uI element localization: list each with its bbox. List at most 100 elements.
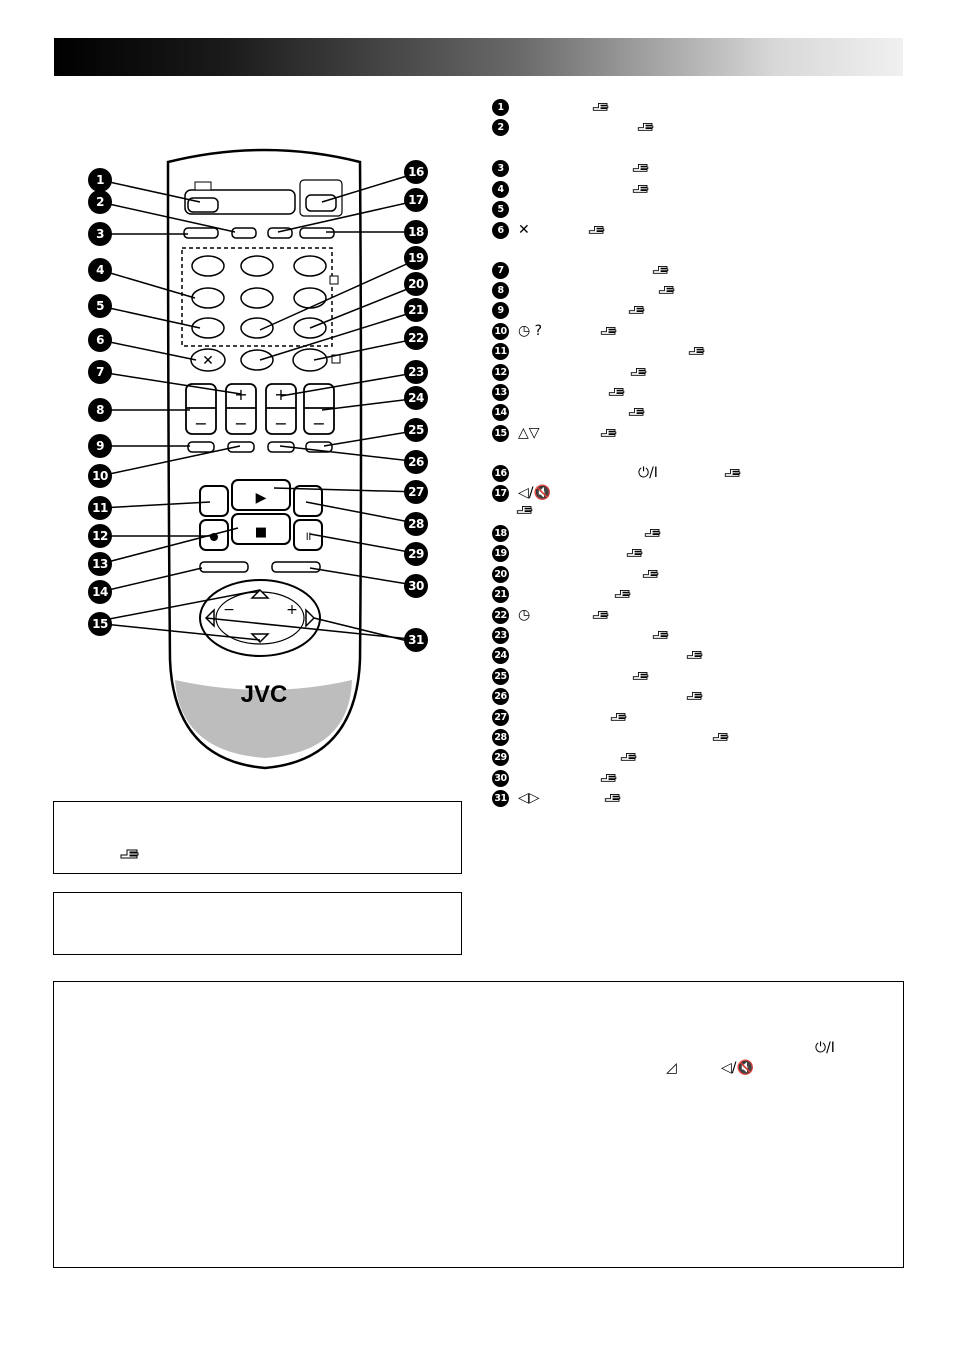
page-ref-hand-icon bbox=[600, 326, 617, 335]
reference-number-badge: 15 bbox=[492, 424, 509, 442]
reference-row-9: 9 bbox=[492, 300, 892, 320]
page-ref-hand-icon bbox=[686, 651, 703, 660]
reference-row-14: 14 bbox=[492, 402, 892, 422]
page-ref-hand-icon bbox=[610, 712, 627, 721]
reference-row-12: 12 bbox=[492, 362, 892, 382]
reference-number-badge: 12 bbox=[492, 363, 509, 381]
reference-number-badge: 9 bbox=[492, 302, 509, 320]
reference-number-badge: 17 bbox=[492, 485, 509, 503]
remote-control-illustration: ✕ + + − − − − ▶ ■ ॥ − + J bbox=[99, 148, 421, 770]
callout-badge-7: 7 bbox=[88, 360, 112, 384]
reference-row-28: 28 bbox=[492, 727, 892, 747]
reference-glyph: ◷ ? bbox=[518, 322, 543, 339]
reference-number-badge: 14 bbox=[492, 404, 509, 422]
reference-row-11: 11 bbox=[492, 341, 892, 361]
reference-number-badge: 30 bbox=[492, 769, 509, 787]
reference-row-13: 13 bbox=[492, 382, 892, 402]
reference-number-badge: 16 bbox=[492, 464, 509, 482]
reference-number-badge: 21 bbox=[492, 586, 509, 604]
callout-badge-12: 12 bbox=[88, 524, 112, 548]
callout-badge-2: 2 bbox=[88, 190, 112, 214]
section-header-bar bbox=[54, 38, 903, 76]
callout-badge-23: 23 bbox=[404, 360, 428, 384]
minus-symbol-4: − bbox=[312, 414, 325, 433]
callout-badge-22: 22 bbox=[404, 326, 428, 350]
reference-row-15: 15△▽ bbox=[492, 423, 892, 463]
reference-number-badge: 25 bbox=[492, 667, 509, 685]
reference-number-badge: 29 bbox=[492, 749, 509, 767]
reference-row-24: 24 bbox=[492, 645, 892, 665]
brand-logo: JVC bbox=[241, 681, 288, 708]
power-icon: ⏻/I bbox=[815, 1040, 835, 1056]
reference-number-badge: 6 bbox=[492, 221, 509, 239]
page-ref-hand-icon bbox=[628, 306, 645, 315]
callout-badge-20: 20 bbox=[404, 272, 428, 296]
minus-symbol-3: − bbox=[194, 414, 207, 433]
reference-row-5: 5 bbox=[492, 199, 892, 219]
note-box-2 bbox=[53, 892, 462, 955]
reference-row-10: 10◷ ? bbox=[492, 321, 892, 341]
page-ref-hand-icon bbox=[642, 569, 659, 578]
svg-text:−: − bbox=[223, 602, 235, 618]
reference-number-badge: 18 bbox=[492, 525, 509, 543]
reference-number-badge: 4 bbox=[492, 180, 509, 198]
page-ref-hand-icon bbox=[614, 590, 631, 598]
callout-badge-4: 4 bbox=[88, 258, 112, 282]
reference-number-badge: 24 bbox=[492, 647, 509, 665]
callout-badge-9: 9 bbox=[88, 434, 112, 458]
reference-number-badge: 28 bbox=[492, 728, 509, 746]
page-ref-hand-icon bbox=[592, 610, 609, 619]
reference-row-6: 6✕ bbox=[492, 220, 892, 260]
reference-row-4: 4 bbox=[492, 179, 892, 199]
reference-row-25: 25 bbox=[492, 666, 892, 686]
reference-row-30: 30 bbox=[492, 768, 892, 788]
reference-number-badge: 31 bbox=[492, 790, 509, 808]
callout-badge-6: 6 bbox=[88, 328, 112, 352]
callout-badge-8: 8 bbox=[88, 398, 112, 422]
mute-icon: ◁/🔇 bbox=[721, 1060, 754, 1076]
reference-row-1: 1 bbox=[492, 97, 892, 117]
callout-badge-5: 5 bbox=[88, 294, 112, 318]
reference-row-17: 17◁/🔇 bbox=[492, 483, 892, 523]
page-ref-hand-icon bbox=[632, 184, 649, 193]
callout-badge-27: 27 bbox=[404, 480, 428, 504]
reference-number-badge: 1 bbox=[492, 99, 509, 116]
reference-glyph: ◷ bbox=[518, 606, 531, 623]
remote-body bbox=[166, 148, 363, 770]
reference-row-29: 29 bbox=[492, 747, 892, 767]
page-ref-hand-icon bbox=[686, 692, 703, 700]
callout-badge-24: 24 bbox=[404, 386, 428, 410]
callout-badge-18: 18 bbox=[404, 220, 428, 244]
callout-badge-3: 3 bbox=[88, 222, 112, 246]
reference-number-badge: 23 bbox=[492, 627, 509, 645]
volume-icon: ◿ bbox=[666, 1060, 677, 1076]
reference-row-3: 3 bbox=[492, 158, 892, 178]
reference-row-8: 8 bbox=[492, 280, 892, 300]
reference-number-badge: 2 bbox=[492, 119, 509, 137]
callout-badge-25: 25 bbox=[404, 418, 428, 442]
reference-row-20: 20 bbox=[492, 564, 892, 584]
reference-number-badge: 27 bbox=[492, 708, 509, 726]
minus-symbol-2: − bbox=[274, 414, 287, 433]
reference-number-badge: 11 bbox=[492, 343, 509, 361]
callout-badge-15: 15 bbox=[88, 612, 112, 636]
reference-row-7: 7 bbox=[492, 260, 892, 280]
reference-number-badge: 19 bbox=[492, 545, 509, 563]
callout-badge-10: 10 bbox=[88, 464, 112, 488]
bottom-info-box: ⏻/I ◿ ◁/🔇 bbox=[53, 981, 904, 1268]
callout-badge-29: 29 bbox=[404, 542, 428, 566]
callout-badge-16: 16 bbox=[404, 160, 428, 184]
reference-number-badge: 26 bbox=[492, 688, 509, 706]
page-ref-hand-icon bbox=[652, 265, 669, 274]
callout-badge-21: 21 bbox=[404, 298, 428, 322]
reference-row-19: 19 bbox=[492, 543, 892, 563]
callout-badge-28: 28 bbox=[404, 512, 428, 536]
page-ref-hand-icon bbox=[724, 468, 741, 477]
play-symbol: ▶ bbox=[256, 490, 267, 506]
reference-number-badge: 7 bbox=[492, 261, 509, 279]
reference-row-31: 31◁▷ bbox=[492, 788, 892, 808]
page-ref-hand-icon bbox=[120, 849, 139, 859]
page-ref-hand-icon bbox=[652, 631, 669, 639]
reference-row-21: 21 bbox=[492, 584, 892, 604]
page-ref-hand-icon bbox=[516, 506, 533, 514]
